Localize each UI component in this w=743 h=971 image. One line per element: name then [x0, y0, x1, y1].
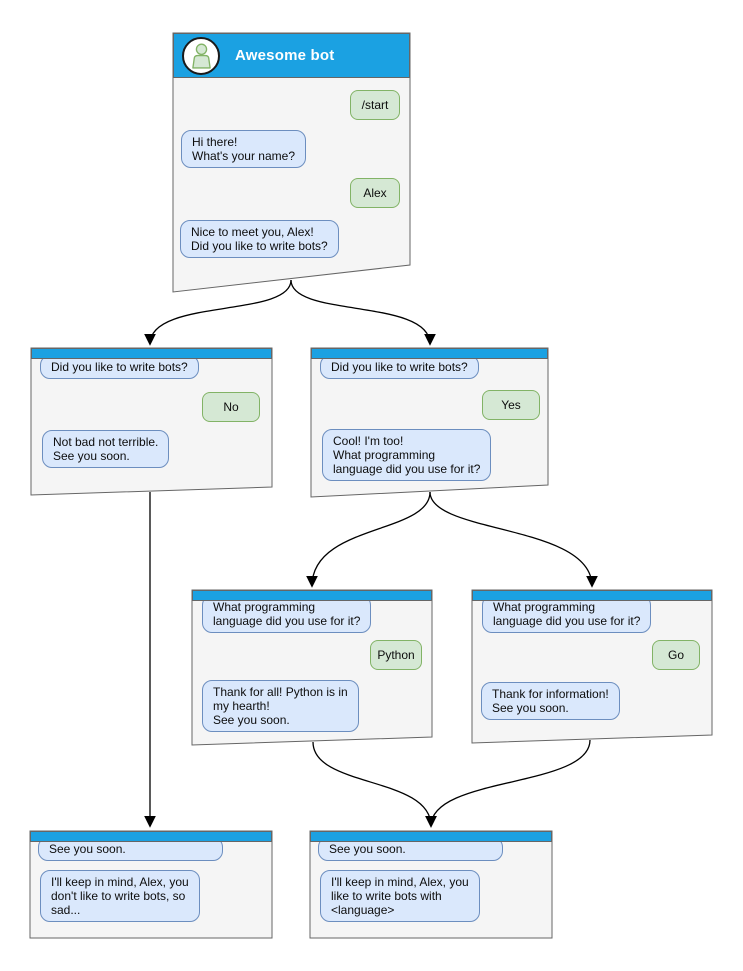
edge-start-to-yes — [290, 279, 436, 346]
bot-message-go-reply: Thank for information! See you soon. — [481, 682, 620, 720]
titlebar-yes-branch — [311, 348, 548, 359]
bot-message-end-yes-reply: I'll keep in mind, Alex, you like to wri… — [320, 870, 480, 922]
bot-message-end-no-reply: I'll keep in mind, Alex, you don't like … — [40, 870, 200, 922]
user-message-name: Alex — [350, 178, 400, 208]
bot-avatar — [182, 36, 220, 75]
titlebar-end-yes — [310, 831, 552, 842]
window-title: Awesome bot — [235, 47, 335, 64]
bot-message-ask-bots: Nice to meet you, Alex! Did you like to … — [180, 220, 339, 258]
bot-message-greeting: Hi there! What's your name? — [181, 130, 307, 168]
user-message-no: No — [202, 392, 260, 422]
chat-window-no-branch: Did you like to write bots? No Not bad n… — [31, 348, 272, 495]
chat-window-go-branch: What programming language did you use fo… — [472, 590, 712, 743]
bot-message-no-reply: Not bad not terrible. See you soon. — [42, 430, 170, 468]
chat-window-start: Awesome bot /start Hi there! What's your… — [173, 33, 410, 292]
user-message-yes: Yes — [482, 390, 540, 420]
bot-message-pinned-question: Did you like to write bots? — [320, 355, 479, 379]
user-message-python: Python — [370, 640, 422, 670]
edge-yes-to-go — [429, 491, 598, 588]
titlebar-go-branch — [472, 590, 712, 601]
chat-window-end-yes: See you soon. I'll keep in mind, Alex, y… — [310, 831, 552, 938]
chat-window-yes-branch: Did you like to write bots? Yes Cool! I'… — [311, 348, 548, 497]
edge-python-to-end — [312, 741, 437, 828]
chat-window-python-branch: What programming language did you use fo… — [192, 590, 432, 745]
bot-message-python-reply: Thank for all! Python is in my hearth! S… — [202, 680, 359, 732]
titlebar-end-no — [30, 831, 272, 842]
bot-message-pinned-question: What programming language did you use fo… — [202, 595, 372, 633]
titlebar-no-branch — [31, 348, 272, 359]
chat-window-end-no: See you soon. I'll keep in mind, Alex, y… — [30, 831, 272, 938]
titlebar-python-branch — [192, 590, 432, 601]
edge-start-to-no — [144, 279, 292, 346]
person-icon — [191, 43, 211, 69]
user-message-start-command: /start — [350, 90, 400, 120]
edge-go-to-end — [425, 739, 591, 828]
edge-yes-to-python — [306, 491, 431, 588]
bot-message-yes-reply: Cool! I'm too! What programming language… — [322, 429, 492, 481]
user-message-go: Go — [652, 640, 700, 670]
titlebar-start: Awesome bot — [173, 33, 410, 78]
